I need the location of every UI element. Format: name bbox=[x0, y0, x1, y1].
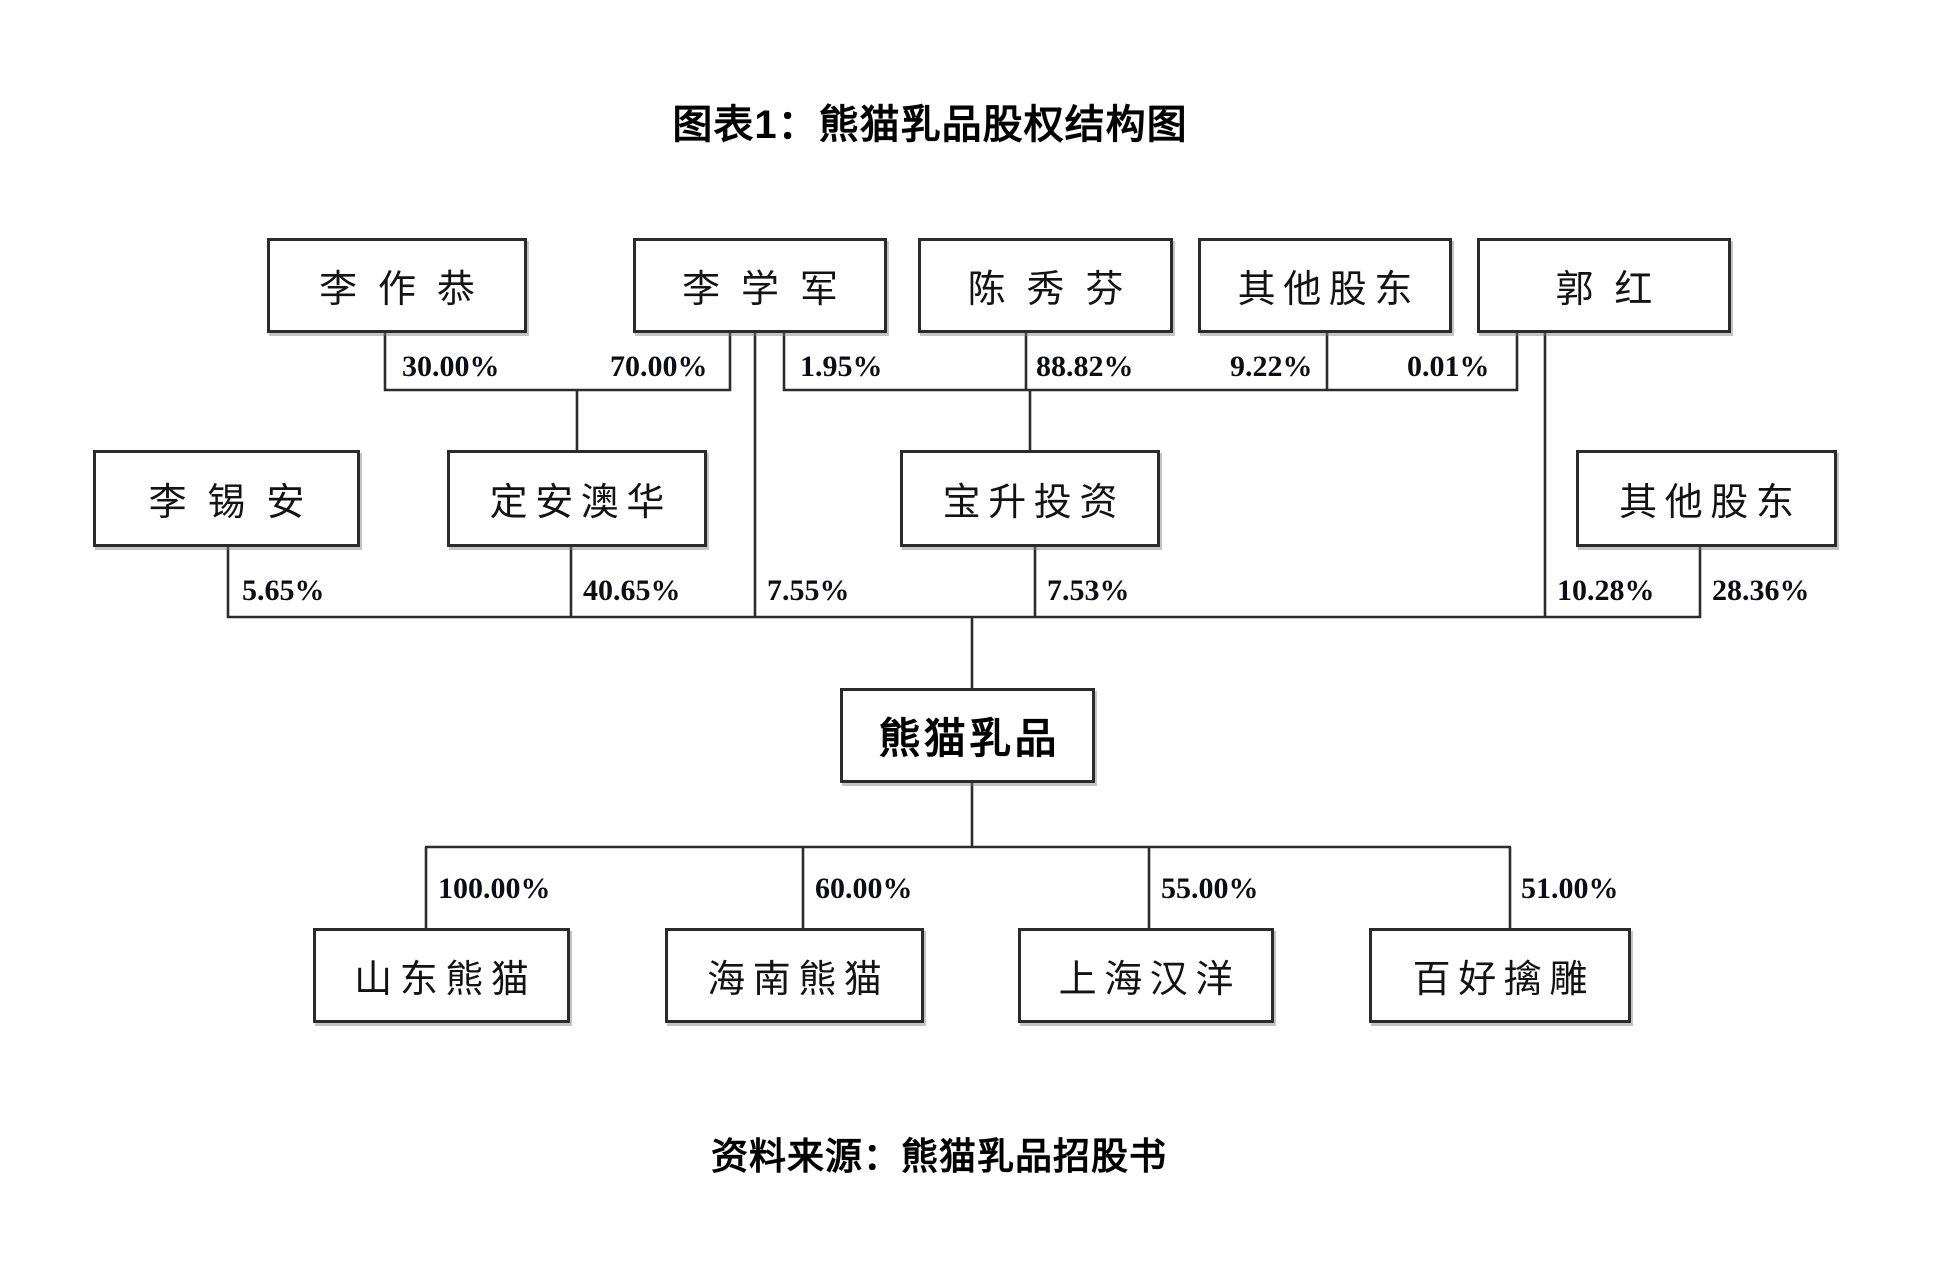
pct-li-xian-to-panda: 5.65% bbox=[242, 574, 325, 607]
pct-li-xuejun-to-dingan-aohua: 70.00% bbox=[610, 350, 708, 383]
pct-chen-xiufen-to-baosheng: 88.82% bbox=[1036, 350, 1134, 383]
pct-guo-hong-to-baosheng: 0.01% bbox=[1407, 350, 1490, 383]
pct-panda-to-shanghai: 55.00% bbox=[1161, 872, 1259, 905]
figure-title: 图表1：熊猫乳品股权结构图 bbox=[672, 103, 1188, 147]
pct-guo-hong-to-panda: 10.28% bbox=[1557, 574, 1655, 607]
pct-li-zuogong-to-dingan-aohua: 30.00% bbox=[402, 350, 500, 383]
node-hainan-panda: 海南熊猫 bbox=[665, 928, 924, 1023]
pct-dingan-aohua-to-panda: 40.65% bbox=[583, 574, 681, 607]
pct-li-xuejun-to-baosheng: 1.95% bbox=[800, 350, 883, 383]
node-li-xian: 李锡安 bbox=[93, 450, 360, 547]
pct-li-xuejun-to-panda: 7.55% bbox=[767, 574, 850, 607]
node-shandong-panda: 山东熊猫 bbox=[313, 928, 570, 1023]
node-dingan-aohua: 定安澳华 bbox=[447, 450, 707, 547]
node-guo-hong: 郭红 bbox=[1477, 238, 1731, 333]
node-other-shareholders-mid: 其他股东 bbox=[1576, 450, 1837, 547]
pct-other-shareholders-to-baosheng: 9.22% bbox=[1230, 350, 1313, 383]
source-note: 资料来源：熊猫乳品招股书 bbox=[711, 1136, 1167, 1177]
pct-panda-to-shandong: 100.00% bbox=[438, 872, 551, 905]
node-shanghai-hanyang: 上海汉洋 bbox=[1018, 928, 1274, 1023]
node-other-shareholders-top: 其他股东 bbox=[1198, 238, 1452, 333]
node-baosheng-investment: 宝升投资 bbox=[900, 450, 1160, 547]
node-baihao-qindiao: 百好擒雕 bbox=[1369, 928, 1631, 1023]
pct-baosheng-to-panda: 7.53% bbox=[1047, 574, 1130, 607]
pct-panda-to-hainan: 60.00% bbox=[815, 872, 913, 905]
node-li-zuogong: 李作恭 bbox=[267, 238, 527, 333]
node-chen-xiufen: 陈秀芬 bbox=[918, 238, 1173, 333]
pct-panda-to-baihao: 51.00% bbox=[1521, 872, 1619, 905]
pct-other-shareholders-mid-to-panda: 28.36% bbox=[1712, 574, 1810, 607]
node-li-xuejun: 李学军 bbox=[633, 238, 887, 333]
node-panda-dairy: 熊猫乳品 bbox=[840, 688, 1095, 783]
